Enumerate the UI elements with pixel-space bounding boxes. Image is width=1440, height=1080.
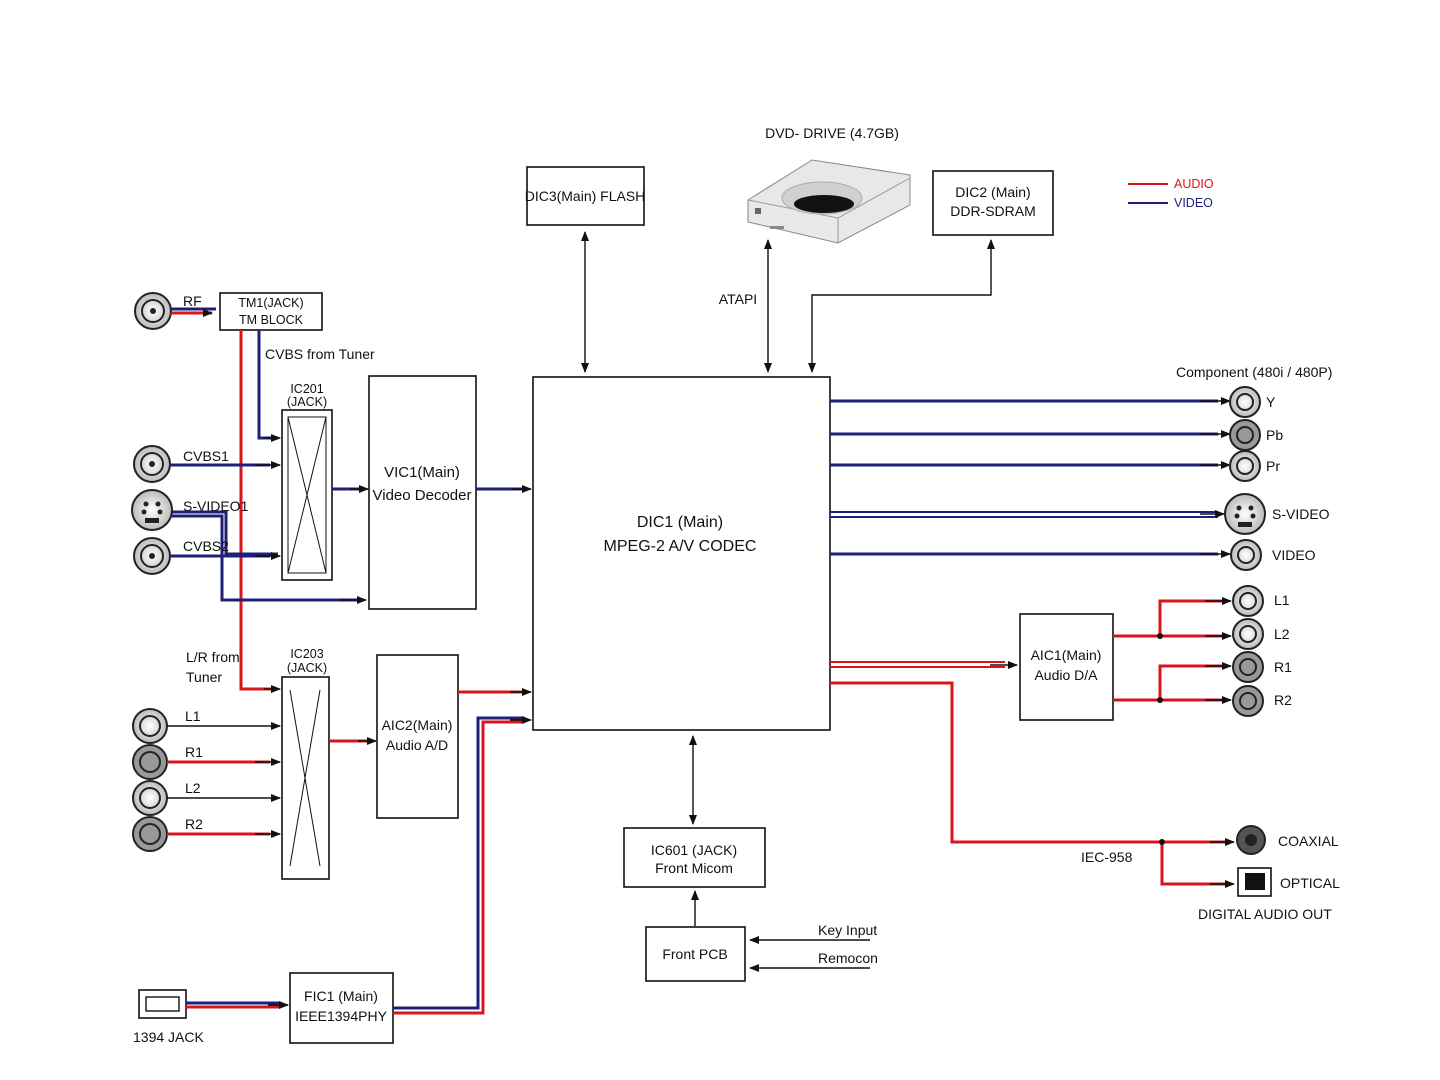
ic203-label-1: IC203 (290, 647, 323, 661)
legend-video-label: VIDEO (1174, 196, 1213, 210)
front-pcb-label: Front PCB (662, 946, 727, 962)
lr-from-tuner-label-1: L/R from (186, 649, 240, 665)
out-pr-label: Pr (1266, 458, 1280, 474)
out-r1-jack (1232, 651, 1264, 683)
svideo1-jack (131, 489, 173, 531)
out-y-label: Y (1266, 394, 1276, 410)
out-svideo-jack (1224, 493, 1266, 535)
audio-in-l1-label: L1 (185, 708, 201, 724)
audio-in-l2-jack (132, 780, 168, 816)
ic203-switch: IC203 (JACK) (281, 647, 330, 880)
ddr-label-2: DDR-SDRAM (950, 203, 1036, 219)
component-label: Component (480i / 480P) (1176, 364, 1332, 380)
ic201-switch: IC201 (JACK) (281, 382, 333, 581)
vic1-label-2: Video Decoder (373, 487, 472, 504)
optical-jack (1237, 867, 1272, 897)
legend-audio-label: AUDIO (1174, 177, 1214, 191)
out-svideo-label: S-VIDEO (1272, 506, 1330, 522)
aic1-label-2: Audio D/A (1034, 667, 1098, 683)
ic203-label-2: (JACK) (287, 661, 327, 675)
digital-audio-out-label: DIGITAL AUDIO OUT (1198, 906, 1332, 922)
out-l2-jack (1232, 618, 1264, 650)
atapi-label: ATAPI (719, 291, 757, 307)
dic1-codec-block: DIC1 (Main) MPEG-2 A/V CODEC (532, 376, 831, 731)
out-r2-jack (1232, 685, 1264, 717)
tuner-block: TM1(JACK) TM BLOCK (219, 292, 323, 331)
out-l2-label: L2 (1274, 626, 1290, 642)
legend: AUDIO VIDEO (1128, 177, 1214, 210)
aic2-label-1: AIC2(Main) (382, 717, 453, 733)
rf-label: RF (183, 293, 202, 309)
out-pb-label: Pb (1266, 427, 1283, 443)
coaxial-label: COAXIAL (1278, 833, 1339, 849)
vic1-decoder-block: VIC1(Main) Video Decoder (368, 375, 477, 610)
ddr-label-1: DIC2 (Main) (955, 184, 1030, 200)
cvbs-from-tuner-label: CVBS from Tuner (265, 346, 375, 362)
flash-label: DIC3(Main) FLASH (525, 188, 646, 204)
tuner-label-2: TM BLOCK (239, 313, 304, 327)
audio-in-r2-label: R2 (185, 816, 203, 832)
fic1-label-2: IEEE1394PHY (295, 1008, 387, 1024)
remocon-label: Remocon (818, 950, 878, 966)
out-pr-jack (1229, 450, 1261, 482)
out-r1-label: R1 (1274, 659, 1292, 675)
front-pcb-block: Front PCB (645, 926, 746, 982)
jack-1394-label: 1394 JACK (133, 1029, 204, 1045)
jack-1394 (138, 989, 187, 1019)
dvd-drive-label: DVD- DRIVE (4.7GB) (765, 125, 899, 141)
out-l1-jack (1232, 585, 1264, 617)
vic1-label-1: VIC1(Main) (384, 464, 460, 481)
coaxial-jack (1236, 825, 1266, 855)
aic1-da-block: AIC1(Main) Audio D/A (1019, 613, 1114, 721)
out-r2-label: R2 (1274, 692, 1292, 708)
ic201-label-1: IC201 (290, 382, 323, 396)
ic201-label-2: (JACK) (287, 395, 327, 409)
fic1-label-1: FIC1 (Main) (304, 988, 378, 1004)
svideo1-label: S-VIDEO1 (183, 498, 249, 514)
optical-label: OPTICAL (1280, 875, 1340, 891)
cvbs1-label: CVBS1 (183, 448, 229, 464)
tuner-label-1: TM1(JACK) (238, 296, 303, 310)
ic601-front-micom-block: IC601 (JACK) Front Micom (623, 827, 766, 888)
cvbs1-jack (133, 445, 171, 483)
out-y-jack (1229, 386, 1261, 418)
fic1-1394phy-block: FIC1 (Main) IEEE1394PHY (289, 972, 394, 1044)
ic601-label-2: Front Micom (655, 860, 733, 876)
lr-from-tuner-label-2: Tuner (186, 669, 222, 685)
audio-in-l1-jack (132, 708, 168, 744)
out-l1-label: L1 (1274, 592, 1290, 608)
out-video-jack (1230, 539, 1262, 571)
ddr-sdram-block: DIC2 (Main) DDR-SDRAM (932, 170, 1054, 236)
cvbs2-label: CVBS2 (183, 538, 229, 554)
dvd-drive-illustration: DVD- DRIVE (4.7GB) (747, 125, 911, 244)
iec958-line (830, 681, 1230, 844)
dic1-label-2: MPEG-2 A/V CODEC (604, 538, 757, 555)
iec958-label: IEC-958 (1081, 849, 1133, 865)
dic1-label-1: DIC1 (Main) (637, 514, 723, 531)
ddr-bus-arrow (808, 239, 995, 373)
rf-jack (134, 292, 172, 330)
key-input-label: Key Input (818, 922, 877, 938)
audio-in-l2-label: L2 (185, 780, 201, 796)
audio-in-r1-label: R1 (185, 744, 203, 760)
aic2-ad-block: AIC2(Main) Audio A/D (376, 654, 459, 819)
out-video-label: VIDEO (1272, 547, 1316, 563)
aic2-label-2: Audio A/D (386, 737, 448, 753)
aic1-label-1: AIC1(Main) (1031, 647, 1102, 663)
cvbs2-jack (133, 537, 171, 575)
audio-in-r1-jack (132, 744, 168, 780)
out-pb-jack (1229, 419, 1261, 451)
ic601-label-1: IC601 (JACK) (651, 842, 737, 858)
audio-in-r2-jack (132, 816, 168, 852)
flash-block: DIC3(Main) FLASH (525, 166, 646, 226)
